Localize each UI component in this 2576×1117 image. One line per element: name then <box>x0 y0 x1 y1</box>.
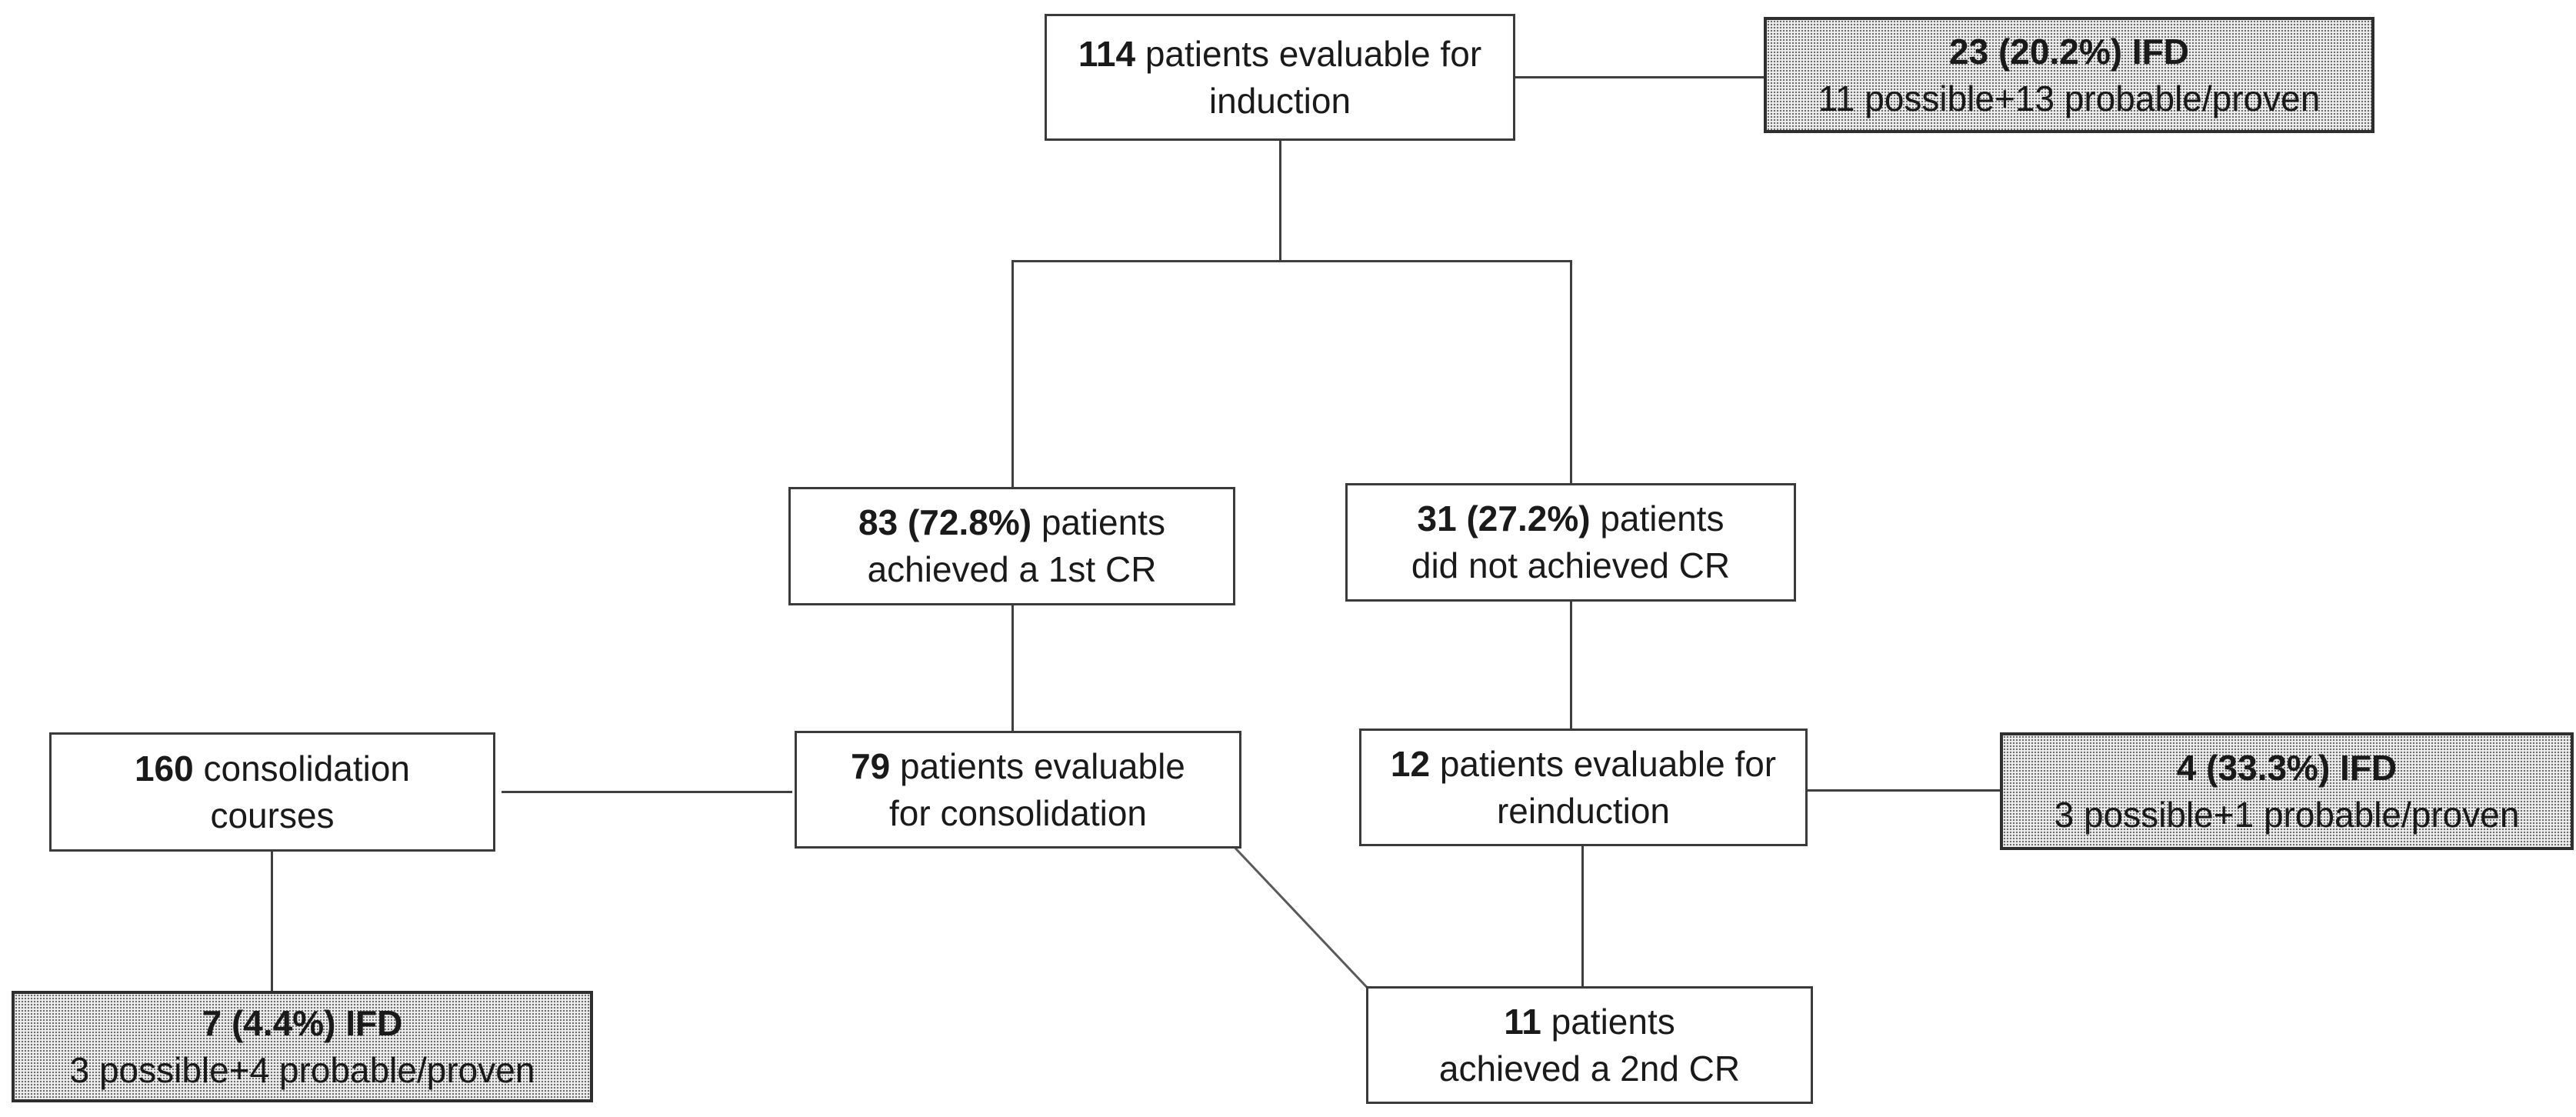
box-ifd-induction: 23 (20.2%) IFD 11 possible+13 probable/p… <box>1764 17 2374 133</box>
box-line-primary: 160 consolidation <box>134 748 411 789</box>
connector-split-bar <box>1011 260 1572 262</box>
ifd-detail: 3 possible+4 probable/proven <box>69 1049 535 1090</box>
box-number: 12 <box>1390 743 1431 784</box>
box-line-primary: 12 patients evaluable for <box>1390 743 1777 784</box>
box-induction: 114 patients evaluable for induction <box>1045 14 1515 141</box>
connector-consolidation-to-cr2 <box>1234 847 1369 989</box>
box-consolidation-courses: 160 consolidation courses <box>49 732 495 852</box>
box-number: 31 (27.2%) <box>1417 498 1591 538</box>
box-line-secondary: achieved a 1st CR <box>867 549 1157 589</box>
box-number: 11 <box>1504 1001 1541 1042</box>
box-reinduction: 12 patients evaluable for reinduction <box>1359 729 1808 846</box>
box-consolidation: 79 patients evaluable for consolidation <box>795 731 1241 849</box>
connector-split-to-cr1 <box>1011 260 1014 487</box>
box-first-cr: 83 (72.8%) patients achieved a 1st CR <box>788 487 1235 605</box>
connector-induction-to-ifd <box>1515 76 1764 78</box>
box-number: 79 <box>851 745 891 786</box>
connector-split-to-nocr <box>1570 260 1572 483</box>
box-line-secondary: achieved a 2nd CR <box>1438 1048 1741 1089</box>
box-line-primary: 83 (72.8%) patients <box>858 502 1165 542</box>
ifd-detail: 11 possible+13 probable/proven <box>1818 78 2321 118</box>
connector-courses-to-ifd <box>271 852 273 991</box>
connector-reinduction-to-cr2 <box>1581 846 1584 986</box>
box-second-cr: 11 patients achieved a 2nd CR <box>1366 986 1813 1104</box>
box-line-primary: 11 patients <box>1504 1001 1675 1042</box>
ifd-headline: 23 (20.2%) IFD <box>1949 31 2189 72</box>
box-no-cr: 31 (27.2%) patients did not achieved CR <box>1345 483 1796 602</box>
connector-reinduction-to-ifd <box>1808 789 2000 792</box>
box-line-secondary: induction <box>1208 80 1351 121</box>
box-line-primary: 79 patients evaluable <box>851 745 1185 786</box>
box-number: 114 <box>1078 33 1136 74</box>
ifd-headline: 7 (4.4%) IFD <box>202 1002 403 1043</box>
ifd-headline: 4 (33.3%) IFD <box>2176 747 2398 788</box>
box-line-secondary: reinduction <box>1496 790 1671 831</box>
box-line-primary: 31 (27.2%) patients <box>1417 498 1725 538</box>
box-line-secondary: courses <box>210 795 335 835</box>
box-line-primary: 114 patients evaluable for <box>1078 33 1482 74</box>
box-ifd-consolidation: 7 (4.4%) IFD 3 possible+4 probable/prove… <box>12 991 593 1102</box>
connector-courses-to-consolidation <box>502 791 792 793</box>
box-number: 83 (72.8%) <box>858 502 1032 542</box>
box-line-secondary: did not achieved CR <box>1411 545 1731 585</box>
connector-nocr-to-reinduction <box>1570 602 1572 729</box>
box-ifd-reinduction: 4 (33.3%) IFD 3 possible+1 probable/prov… <box>2000 732 2574 850</box>
box-number: 160 <box>134 748 194 789</box>
connector-cr1-to-consolidation <box>1011 605 1014 731</box>
connector-induction-stem <box>1279 141 1281 262</box>
box-line-secondary: for consolidation <box>889 792 1147 833</box>
ifd-detail: 3 possible+1 probable/proven <box>2054 794 2520 835</box>
